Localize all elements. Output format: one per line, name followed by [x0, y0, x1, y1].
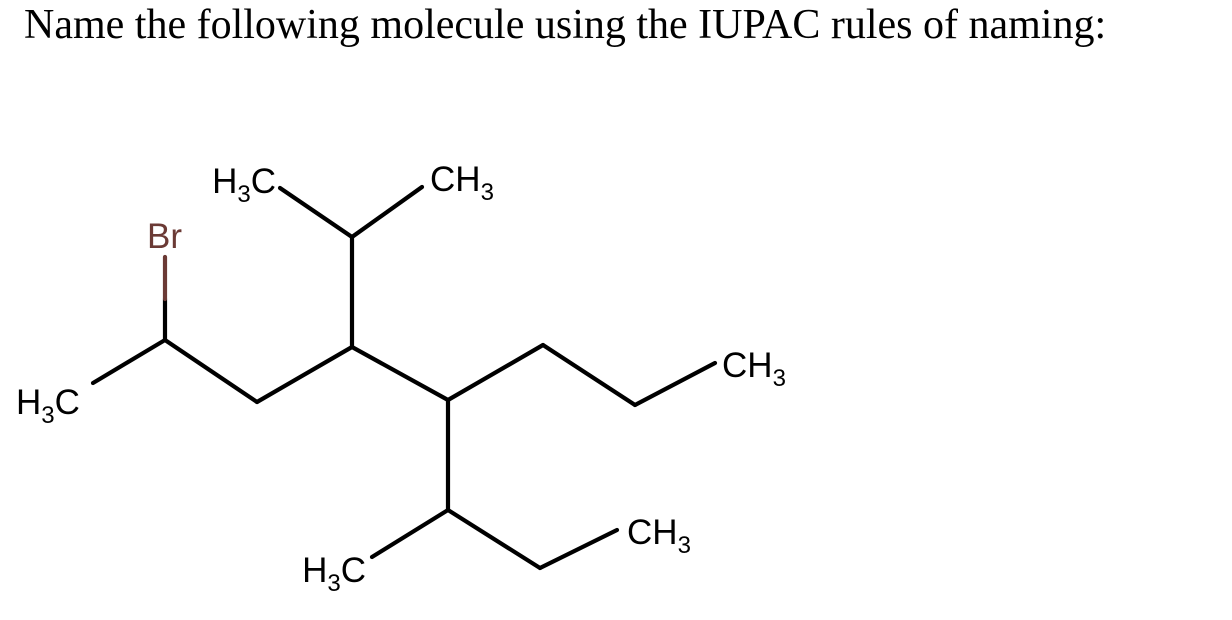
bond-left-ch3-to-chbr: [90, 337, 168, 386]
bond-chbr-to-ch2: [162, 337, 260, 405]
atom-label-lower-h3c: H3C: [302, 551, 366, 597]
atom-label-top-h3c: H3C: [212, 162, 276, 208]
bond-isopropyl-ch-to-ch3: [349, 184, 425, 240]
bond-isopropyl-ch-to-h3c: [277, 185, 355, 240]
bond-c4-to-c5: [349, 344, 451, 403]
bond-propyl-ch2b-to-ch3: [632, 360, 718, 408]
atom-label-left-h3c: H3C: [16, 383, 80, 429]
question-title: Name the following molecule using the IU…: [24, 2, 1107, 48]
atom-label-right-ch3: CH3: [722, 346, 786, 392]
bond-secbutyl-ch-to-ch2: [445, 507, 543, 571]
bond-ch2-to-c4: [254, 344, 355, 405]
atom-label-top-ch3: CH3: [430, 160, 494, 206]
bond-secbutyl-ch-to-h3c: [369, 507, 451, 560]
bond-propyl-ch2a-to-ch2b: [540, 342, 638, 408]
bond-c5-to-propyl-ch2a: [445, 342, 546, 403]
atom-label-lower-ch3: CH3: [627, 513, 691, 559]
atom-label-br: Br: [147, 217, 182, 256]
bond-secbutyl-ch2-to-ch3: [537, 527, 620, 571]
